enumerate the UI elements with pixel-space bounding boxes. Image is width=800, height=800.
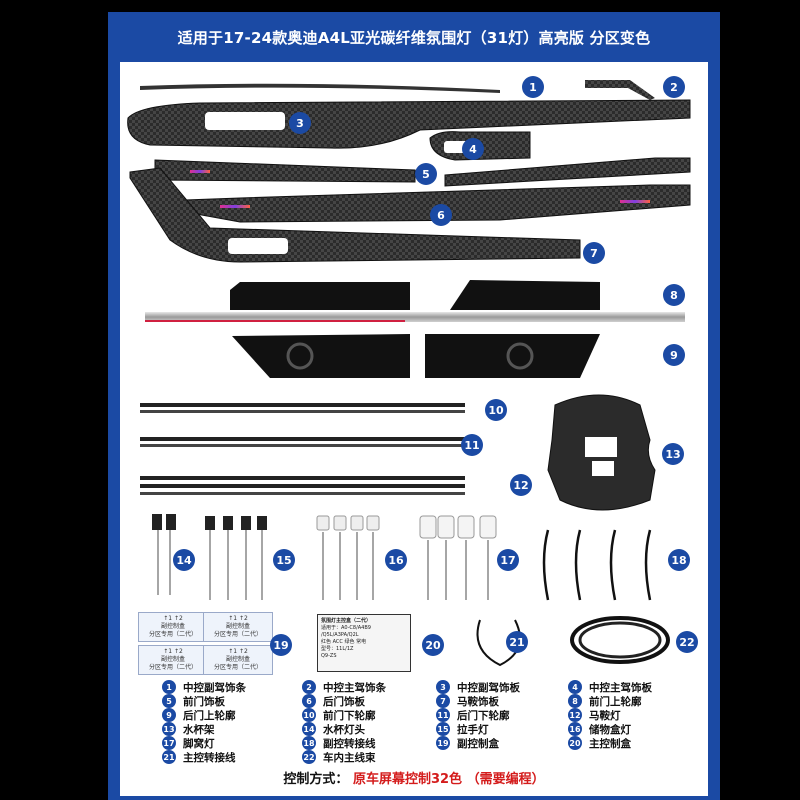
badge-6: 6: [430, 204, 452, 226]
badge-5: 5: [415, 163, 437, 185]
part-22-coil: [570, 616, 670, 664]
part-6-rear-door: [184, 184, 691, 223]
badge-10: 10: [485, 399, 507, 421]
part-8-left: [230, 282, 410, 310]
badge-8: 8: [663, 284, 685, 306]
control-method: 控制方式： 原车屏幕控制32色 （需要编程）: [283, 772, 545, 787]
badge-9: 9: [663, 344, 685, 366]
sub-control-box-card: ↑1 ↑2 副控制盒 分区专用（二代）: [138, 612, 208, 642]
badge-1: 1: [522, 76, 544, 98]
badge-11: 11: [461, 434, 483, 456]
badge-22: 22: [676, 631, 698, 653]
badge-13: 13: [662, 443, 684, 465]
page-title: 适用于17-24款奥迪A4L亚光碳纤维氛围灯（31灯）高亮版 分区变色: [177, 28, 651, 47]
badge-19: 19: [270, 634, 292, 656]
main-control-box: 氛围灯主控盒（二代） 适用于：A0-C8/A4B9 /Q5L/A3PA/Q2L …: [317, 614, 411, 672]
part-5-front-door-right: [444, 157, 691, 187]
badge-17: 17: [497, 549, 519, 571]
badge-14: 14: [173, 549, 195, 571]
part-2-trim: [585, 80, 655, 100]
badge-21: 21: [506, 631, 528, 653]
part-9-left: [232, 334, 410, 378]
badge-3: 3: [289, 112, 311, 134]
sub-control-box-card: ↑1 ↑2 副控制盒 分区专用（二代）: [203, 645, 273, 675]
sub-control-box-card: ↑1 ↑2 副控制盒 分区专用（二代）: [138, 645, 208, 675]
badge-12: 12: [510, 474, 532, 496]
badge-16: 16: [385, 549, 407, 571]
part-1-strip: [140, 83, 500, 93]
part-9-right: [425, 334, 600, 378]
badge-2: 2: [663, 76, 685, 98]
badge-18: 18: [668, 549, 690, 571]
badge-7: 7: [583, 242, 605, 264]
badge-20: 20: [422, 634, 444, 656]
badge-4: 4: [462, 138, 484, 160]
part-14-wires: [157, 530, 171, 595]
badge-15: 15: [273, 549, 295, 571]
sub-control-box-card: ↑1 ↑2 副控制盒 分区专用（二代）: [203, 612, 273, 642]
part-8-right: [450, 280, 600, 310]
